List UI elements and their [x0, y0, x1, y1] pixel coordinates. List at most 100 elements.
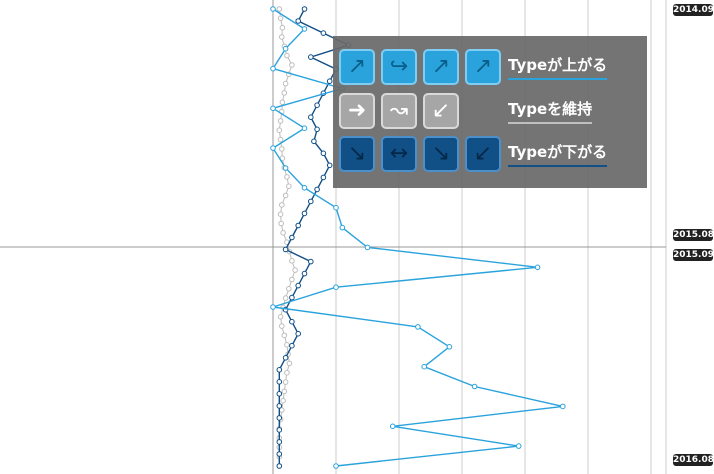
series-1-point-9 — [308, 114, 314, 120]
series-0-point-1 — [277, 15, 284, 22]
series-2-point-0 — [270, 6, 276, 12]
arrow-down-right-icon[interactable]: ↘ — [339, 136, 375, 172]
series-0-point-15 — [279, 146, 285, 152]
series-2-point-22 — [515, 443, 522, 449]
series-0-point-40 — [282, 379, 289, 385]
series-1-point-34 — [276, 415, 283, 421]
series-0-point-24 — [280, 230, 286, 236]
period-label-2015-09: 2015.09 — [673, 249, 714, 261]
step-up-icon[interactable]: ↗ — [423, 49, 459, 85]
series-2-point-9 — [301, 185, 308, 191]
series-2-point-20 — [560, 403, 566, 410]
series-1-point-19 — [289, 234, 295, 241]
check-down-icon[interactable]: ↙ — [423, 93, 459, 129]
series-0-point-23 — [278, 220, 285, 227]
series-0-point-6 — [289, 62, 295, 68]
series-0-point-2 — [279, 24, 286, 31]
series-1-point-16 — [308, 198, 314, 205]
series-1-point-33 — [276, 403, 283, 409]
series-0-point-8 — [282, 80, 289, 87]
series-1-point-13 — [326, 162, 333, 169]
series-1-point-27 — [295, 330, 302, 337]
series-1-point-26 — [289, 318, 295, 325]
series-2-point-6 — [301, 125, 308, 131]
curve-up-icon[interactable]: ↪ — [381, 49, 417, 85]
spike-up-icon[interactable]: ↗ — [465, 49, 501, 85]
series-2-point-21 — [389, 423, 396, 430]
series-2-point-17 — [446, 344, 453, 350]
series-2-point-3 — [270, 65, 276, 72]
series-0-point-29 — [289, 276, 295, 283]
series-2-point-23 — [333, 463, 339, 469]
series-2-point-1 — [301, 26, 308, 32]
series-1-point-18 — [295, 222, 302, 229]
series-0-point-18 — [284, 174, 290, 180]
legend-label-down: Typeが下がる — [508, 141, 608, 167]
legend-panel: ↗ ↪ ↗ ↗ Typeが上がる ➜ ↝ ↙ Typeを維持 ↘ ↔ ↘ ↙ T… — [333, 36, 647, 188]
series-1-point-36 — [276, 439, 283, 445]
series-1-point-32 — [276, 391, 283, 397]
series-1-point-29 — [282, 355, 289, 361]
series-1-point-20 — [282, 246, 289, 253]
series-0-point-27 — [289, 258, 295, 264]
series-0-point-12 — [277, 118, 284, 124]
spike-down-icon[interactable]: ↙ — [465, 136, 501, 172]
series-0-point-5 — [284, 52, 290, 59]
series-0-point-10 — [279, 99, 286, 106]
series-0-point-36 — [284, 342, 290, 348]
series-1-point-31 — [276, 379, 283, 385]
series-1-point-1 — [295, 18, 302, 24]
series-1-point-23 — [295, 282, 302, 289]
series-0-point-19 — [286, 183, 292, 189]
series-1-point-6 — [326, 78, 333, 84]
series-1-point-28 — [289, 342, 295, 349]
series-0-point-41 — [281, 388, 288, 395]
legend-label-up: Typeが上がる — [508, 54, 608, 80]
step-down-icon[interactable]: ↘ — [423, 136, 459, 172]
series-0-point-35 — [281, 332, 288, 339]
series-2-point-18 — [421, 363, 428, 370]
wave-right-icon[interactable]: ↝ — [381, 93, 417, 129]
series-2-point-5 — [270, 105, 276, 112]
series-1-point-17 — [301, 210, 308, 217]
series-1-point-22 — [301, 270, 308, 277]
series-0-point-42 — [280, 397, 286, 404]
series-0-point-14 — [277, 136, 284, 143]
arrow-up-right-icon[interactable]: ↗ — [339, 49, 375, 85]
period-label-2016-08: 2016.08 — [673, 454, 714, 466]
series-2-point-13 — [534, 264, 541, 271]
zigzag-right-icon[interactable]: ↔ — [381, 136, 417, 172]
series-1-point-14 — [320, 174, 327, 181]
series-2-point-7 — [270, 145, 276, 151]
series-1-point-4 — [308, 54, 314, 60]
period-label-2015-08: 2015.08 — [673, 229, 714, 241]
series-1-point-15 — [314, 186, 320, 193]
series-2-point-10 — [333, 204, 339, 211]
series-0-point-21 — [279, 202, 285, 208]
series-2-point-14 — [333, 284, 339, 291]
series-2-point-16 — [415, 324, 421, 330]
series-0-point-31 — [282, 295, 289, 301]
series-2-point-8 — [282, 165, 289, 171]
series-2-point-12 — [364, 244, 371, 251]
series-2-point-11 — [339, 224, 346, 231]
series-1-point-2 — [320, 30, 327, 36]
series-1-point-35 — [276, 427, 283, 433]
series-1-point-8 — [314, 102, 320, 108]
series-0-point-3 — [279, 34, 285, 40]
arrow-right-icon[interactable]: ➜ — [339, 93, 375, 129]
series-0-point-30 — [286, 286, 292, 292]
period-label-2014-09: 2014.09 — [673, 4, 714, 16]
series-0-point-39 — [284, 369, 290, 376]
legend-label-keep: Typeを維持 — [508, 98, 593, 124]
series-1-point-10 — [314, 126, 320, 133]
series-1-point-37 — [276, 451, 283, 457]
series-1-point-12 — [320, 150, 327, 157]
series-2-point-2 — [282, 45, 289, 52]
series-0-point-13 — [276, 127, 283, 133]
series-0-point-9 — [281, 90, 288, 96]
series-0-point-38 — [286, 360, 293, 367]
series-1-point-11 — [311, 138, 317, 145]
series-1-point-24 — [289, 294, 295, 301]
